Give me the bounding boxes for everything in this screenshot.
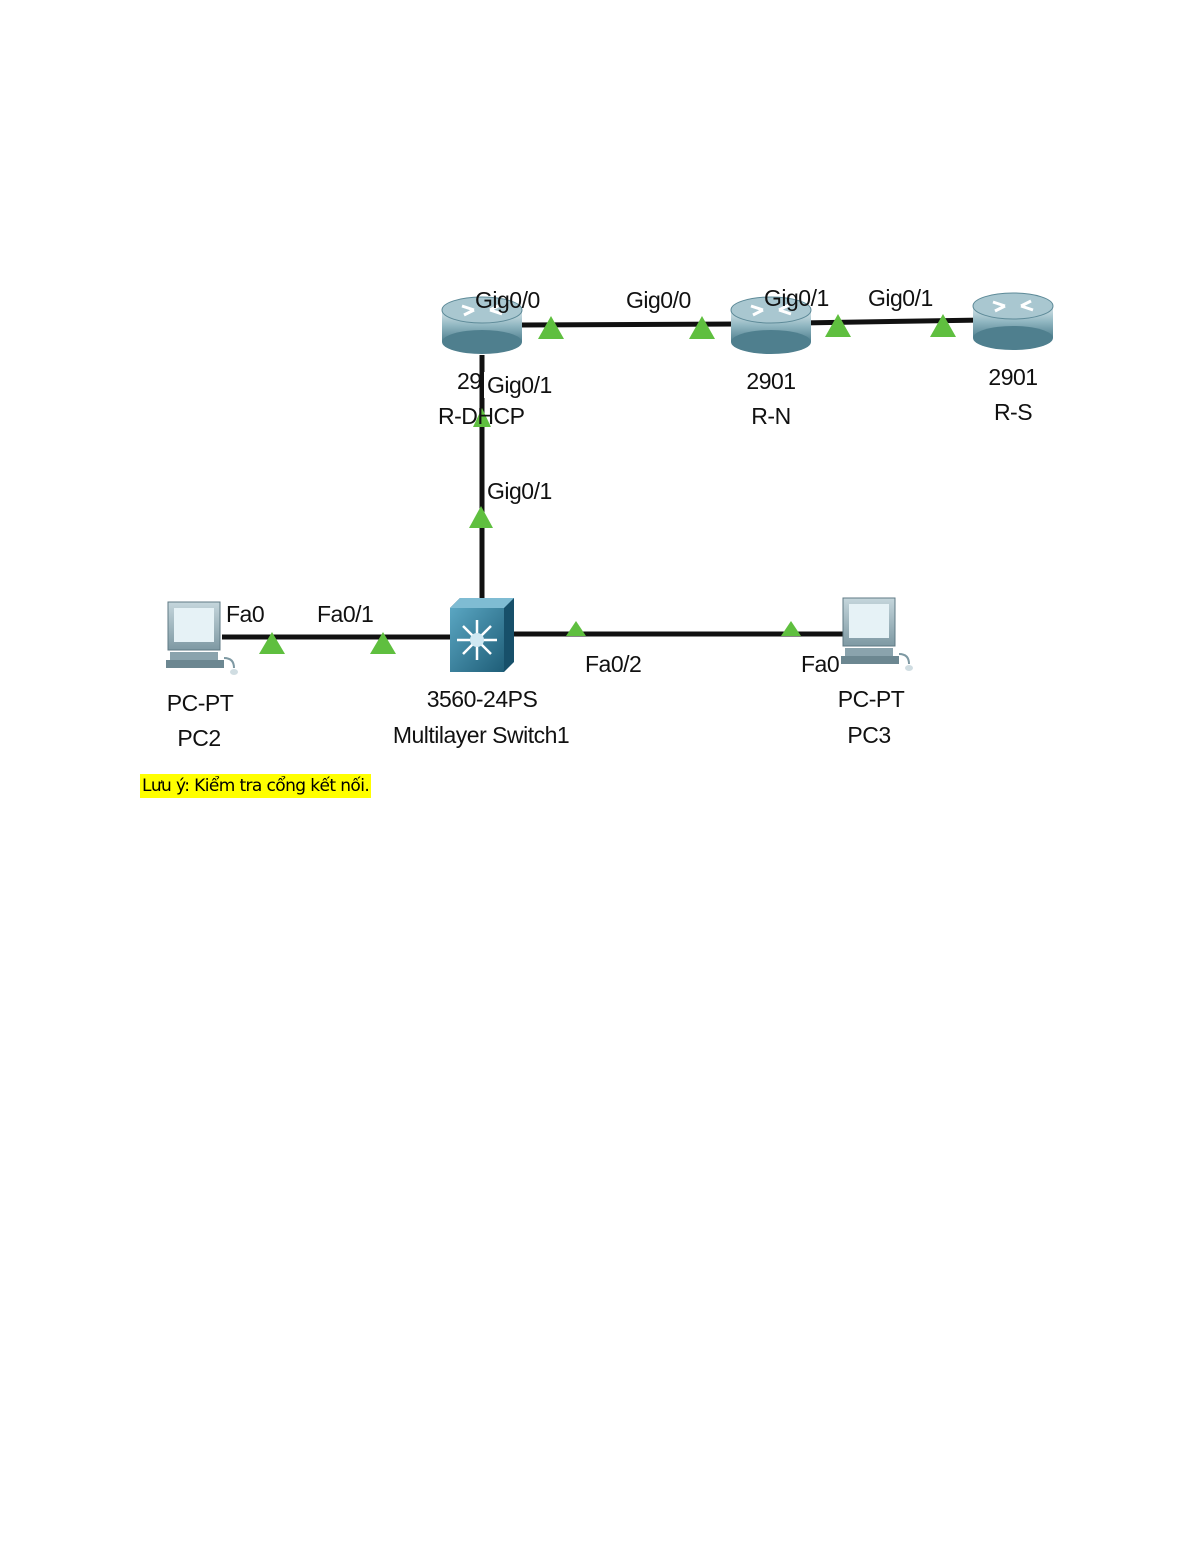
port-label: Gig0/1 [868, 285, 933, 311]
multilayer-switch-icon[interactable] [450, 598, 514, 672]
port-label: Fa0/2 [585, 651, 641, 677]
router-icon[interactable] [972, 292, 1054, 350]
port-label: Gig0/1 [764, 285, 829, 311]
device-name-label: R-N [751, 403, 790, 429]
pc-icon[interactable] [841, 597, 913, 671]
device-name-label: Multilayer Switch1 [393, 722, 569, 748]
pc-icon[interactable] [166, 601, 238, 675]
device-name-label: R-DHCP [438, 403, 525, 429]
link-rn-rs[interactable] [799, 317, 986, 326]
device-model-label: 2901 [988, 364, 1037, 390]
link-up-indicator [259, 632, 285, 654]
device-name-label: R-S [994, 399, 1032, 425]
device-model-label: PC-PT [838, 686, 905, 712]
port-label: Gig0/1 [487, 478, 552, 504]
device-model-label: 2901 [746, 368, 795, 394]
links [222, 317, 986, 640]
link-up-indicator [473, 408, 491, 427]
link-up-indicator [370, 632, 396, 654]
port-label: Fa0 [226, 601, 264, 627]
device-model-label: PC-PT [167, 690, 234, 716]
link-up-indicator [825, 314, 851, 337]
link-up-indicator [689, 316, 715, 339]
port-label: Fa0/1 [317, 601, 373, 627]
device-model-label: 3560-24PS [427, 686, 538, 712]
port-label: Fa0 [801, 651, 839, 677]
port-label: Gig0/1 [487, 372, 552, 398]
router-icon[interactable] [730, 296, 812, 354]
link-indicators [259, 314, 956, 654]
device-name-label: PC2 [177, 725, 220, 751]
link-up-indicator [781, 621, 801, 636]
port-label: Gig0/0 [475, 287, 540, 313]
highlighted-note: Lưu ý: Kiểm tra cổng kết nối. [140, 774, 372, 798]
device-name-label: PC3 [847, 722, 890, 748]
port-label: Gig0/0 [626, 287, 691, 313]
link-up-indicator [469, 506, 493, 528]
link-up-indicator [566, 621, 586, 636]
link-up-indicator [930, 314, 956, 337]
router-icon[interactable] [441, 296, 523, 354]
label-backdrop [484, 372, 556, 398]
link-up-indicator [538, 316, 564, 339]
device-model-label: 29 [457, 368, 482, 394]
